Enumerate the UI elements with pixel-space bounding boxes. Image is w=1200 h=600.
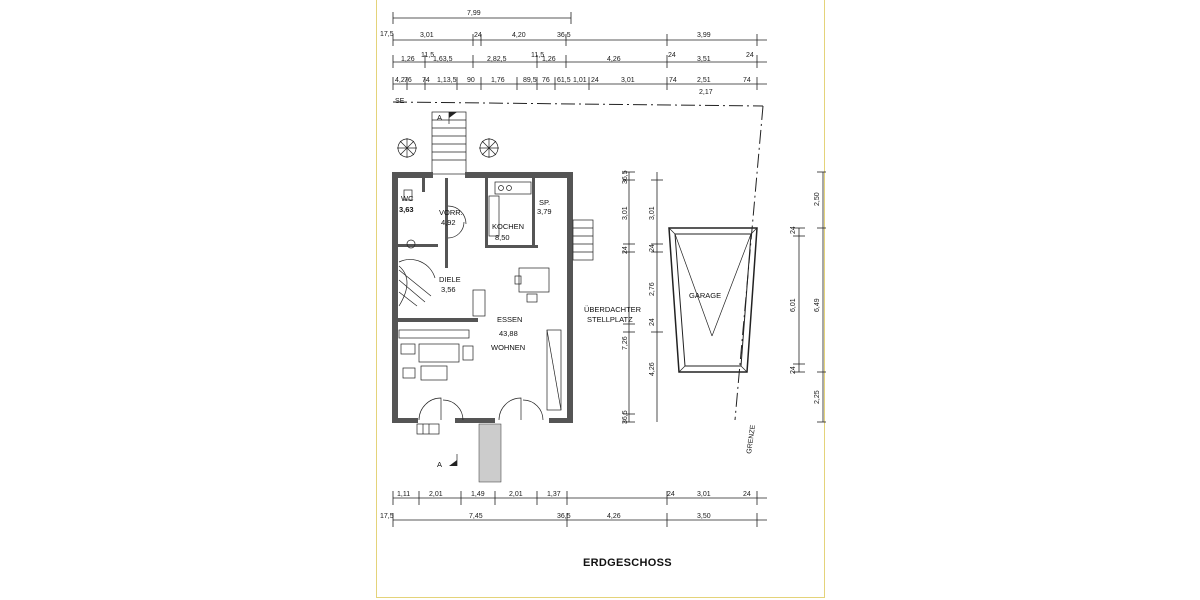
room-kochen-area: 8,50 [495,233,510,242]
dim-top-row4-4: 1,13,5 [437,77,457,84]
room-vorr-area: 4,92 [441,218,456,227]
garage: GARAGE [668,227,758,373]
dim-top-row4-12: 3,01 [621,77,635,84]
dim-top-row4-9: 61,5 [557,77,571,84]
dim-top-row4-3: 74 [422,77,430,84]
tree-symbol-right [479,138,499,158]
dim-top-row2-2: 24 [474,32,482,39]
grenze-label: GRENZE [746,424,757,454]
terrace-paving [416,423,502,483]
dim-mid-4: 2,76 [649,282,656,296]
dim-top-row4-6: 1,76 [491,77,505,84]
dim-top-row3-8: 24 [668,52,676,59]
dim-top-row3-6: 1,26 [542,56,556,63]
dim-top-row4-11: 24 [591,77,599,84]
dim-mid-8: 3,01 [649,206,656,220]
dim-top-row3-5: 11,5 [531,52,544,59]
dim-bottom-row2-1: 17,5 [380,513,394,520]
dim-bottom-row1-5: 1,37 [547,491,561,498]
dim-bottom-row2-4: 4,26 [607,513,621,520]
dim-right-a2: 6,01 [790,298,797,312]
dim-mid-5: 24 [649,318,656,326]
dim-top-row3-3: 1,63,5 [433,56,453,63]
dim-top-row4-10: 1,01 [573,77,587,84]
room-vorr-name: VORR. [439,208,463,217]
dim-right-a3: 24 [790,366,797,374]
dim-right-b3: 2,25 [814,390,821,404]
dim-top-row2-3: 4,20 [512,32,526,39]
dim-bottom-row1-3: 1,49 [471,491,485,498]
plan-sheet: 7,99 17,5 3,01 24 4,20 36,5 3,99 1,26 11… [376,0,826,598]
house-walls [392,172,573,423]
room-kochen-name: KOCHEN [492,222,524,231]
dim-top-row4-5: 90 [467,77,475,84]
stellplatz-line2: STELLPLATZ [587,315,633,324]
plan-title: ERDGESCHOSS [583,557,672,569]
right-dimensions: 24 6,01 24 2,50 6,49 2,25 [790,171,826,423]
room-garage-name: GARAGE [689,291,721,300]
dim-right-b1: 2,50 [814,192,821,206]
dim-right-a1: 24 [790,226,797,234]
dim-bottom-row2-3: 36,5 [557,513,571,520]
dim-top-start: 17,5 [380,31,394,38]
dim-top-row2-1: 3,01 [420,32,434,39]
dim-bottom-row1-2: 2,01 [429,491,443,498]
room-essen-name: ESSEN [497,315,522,324]
dim-mid-2: 3,01 [622,206,629,220]
section-a-bottom: A [437,460,442,469]
dim-top-row4-8: 76 [542,77,550,84]
dim-top-row4-15: 74 [743,77,751,84]
dim-bottom-row1-7: 3,01 [697,491,711,498]
entrance-steps [431,111,467,175]
dim-mid-3: 24 [622,246,629,254]
stellplatz-line1: ÜBERDACHTER [584,305,642,314]
dim-top-row5: 2,17 [699,89,713,96]
dim-top-row3-2: 11,5 [421,52,434,59]
room-labels: WC 3,63 VORR. 4,92 KOCHEN 8,50 SP. 3,79 … [399,194,642,352]
dim-top-row3-10: 24 [746,52,754,59]
dim-bottom-row1-8: 24 [743,491,751,498]
section-a-top: A [437,113,442,122]
dim-top-row3-1: 1,26 [401,56,415,63]
room-sp-name: SP. [539,198,550,207]
interior-fixtures [398,181,562,421]
dim-top-row4-14: 2,51 [697,77,711,84]
se-label: SE [395,98,405,105]
dim-top-row3-7: 4,26 [607,56,621,63]
dim-top-row3-4: 2,82,5 [487,56,507,63]
middle-dimensions: 36,5 3,01 24 2,76 24 4,26 36,5 3,01 24 7… [622,170,663,424]
room-wc-area: 3,63 [399,205,414,214]
room-diele-area: 3,56 [441,285,456,294]
dim-top-row3-9: 3,51 [697,56,711,63]
dim-bottom-row1-1: 1,11 [397,491,410,498]
dim-bottom-row1-4: 2,01 [509,491,523,498]
dim-top-row4-13: 74 [669,77,677,84]
room-sp-area: 3,79 [537,207,552,216]
dim-mid-9: 24 [649,244,656,252]
room-diele-name: DIELE [439,275,461,284]
tree-symbol-left [397,138,417,158]
side-steps [572,219,594,261]
room-essen-area: 43,88 [499,329,518,338]
top-dimensions: 7,99 17,5 3,01 24 4,20 36,5 3,99 1,26 11… [380,10,767,96]
bottom-dimensions: 1,11 2,01 1,49 2,01 1,37 24 3,01 24 17,5… [380,491,767,527]
dim-top-row2-5: 3,99 [697,32,711,39]
dim-mid-10: 7,26 [622,336,629,350]
room-wohnen-name: WOHNEN [491,343,525,352]
dim-top-row4-2: 76 [404,77,412,84]
dim-bottom-row2-2: 7,45 [469,513,483,520]
room-wc-name: WC [401,194,414,203]
floor-plan-drawing: 7,99 17,5 3,01 24 4,20 36,5 3,99 1,26 11… [380,10,826,569]
dim-bottom-row1-6: 24 [667,491,675,498]
dim-bottom-row2-5: 3,50 [697,513,711,520]
dim-mid-6: 4,26 [649,362,656,376]
dim-total-width: 7,99 [467,10,481,17]
dim-top-row4-7: 89,5 [523,77,537,84]
dim-top-row2-4: 36,5 [557,32,571,39]
dim-mid-1: 36,5 [622,170,629,184]
section-markers: A A [437,112,458,469]
dim-right-b2: 6,49 [814,298,821,312]
dim-mid-7: 36,5 [622,410,629,424]
dim-top-row4-1: 4,2 [395,77,405,84]
